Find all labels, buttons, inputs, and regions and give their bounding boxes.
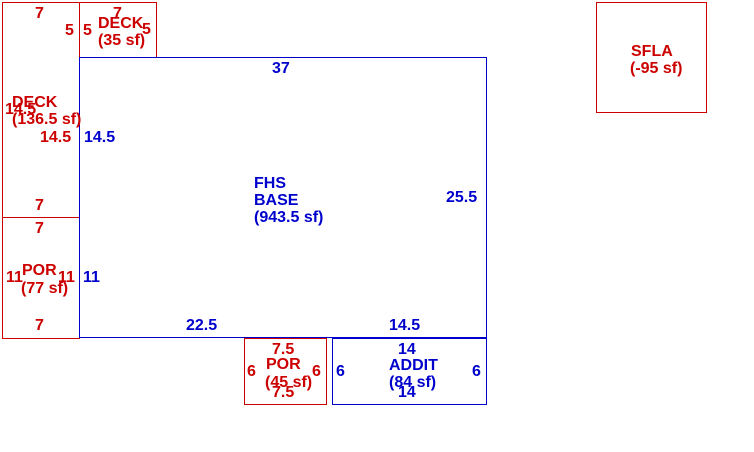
por-left-name: POR	[22, 262, 57, 279]
addit-name: ADDIT	[389, 357, 438, 374]
fhs-base-dim-bottom-left: 22.5	[186, 317, 218, 334]
fhs-base-dim-left-lower: 11	[83, 269, 100, 286]
addit-dim-right: 6	[472, 363, 481, 380]
deck-large-dim-top: 7	[35, 5, 44, 22]
por-bottom-dim-left: 6	[247, 363, 256, 380]
fhs-base-dim-right: 25.5	[446, 189, 478, 206]
deck-small-dim-right: 5	[142, 21, 151, 38]
deck-large-area: (136.5 sf)	[12, 111, 82, 128]
fhs-base-dim-top: 37	[272, 60, 290, 77]
fhs-base-area: (943.5 sf)	[254, 209, 324, 226]
addit-dim-bottom: 14	[398, 384, 416, 401]
fhs-base-name-line2: BASE	[254, 192, 299, 209]
deck-small-dim-left-outer: 5	[65, 22, 74, 39]
deck-large-dim-left: 14.5	[5, 101, 37, 118]
por-bottom-area: (45 sf)	[265, 374, 313, 391]
deck-small-name: DECK	[98, 15, 144, 32]
deck-small-area: (35 sf)	[98, 32, 146, 49]
por-bottom-outline	[244, 338, 327, 405]
sfla-name: SFLA	[631, 43, 673, 60]
sfla-area: (-95 sf)	[630, 60, 683, 77]
deck-small-dim-top: 7	[113, 5, 122, 22]
deck-small-dim-left-inner: 5	[83, 22, 92, 39]
por-bottom-name: POR	[266, 356, 301, 373]
por-left-dim-top: 7	[35, 220, 44, 237]
por-left-dim-right: 11	[58, 269, 75, 286]
por-left-area: (77 sf)	[21, 280, 69, 297]
por-bottom-dim-right: 6	[312, 363, 321, 380]
deck-large-name: DECK	[12, 94, 58, 111]
fhs-base-name-line1: FHS	[254, 175, 286, 192]
addit-area: (84 sf)	[389, 374, 437, 391]
deck-large-dim-right: 14.5	[40, 129, 72, 146]
fhs-base-dim-left: 14.5	[84, 129, 116, 146]
fhs-base-outline	[79, 57, 487, 338]
addit-dim-top: 14	[398, 341, 416, 358]
addit-outline	[332, 338, 487, 405]
por-bottom-dim-bottom: 7.5	[272, 384, 295, 401]
por-left-dim-bottom: 7	[35, 317, 44, 334]
sfla-outline	[596, 2, 707, 113]
fhs-base-dim-bottom-right: 14.5	[389, 317, 421, 334]
addit-dim-left: 6	[336, 363, 345, 380]
por-left-dim-left: 11	[6, 269, 23, 286]
deck-large-dim-bottom: 7	[35, 197, 44, 214]
por-bottom-dim-top: 7.5	[272, 341, 295, 358]
